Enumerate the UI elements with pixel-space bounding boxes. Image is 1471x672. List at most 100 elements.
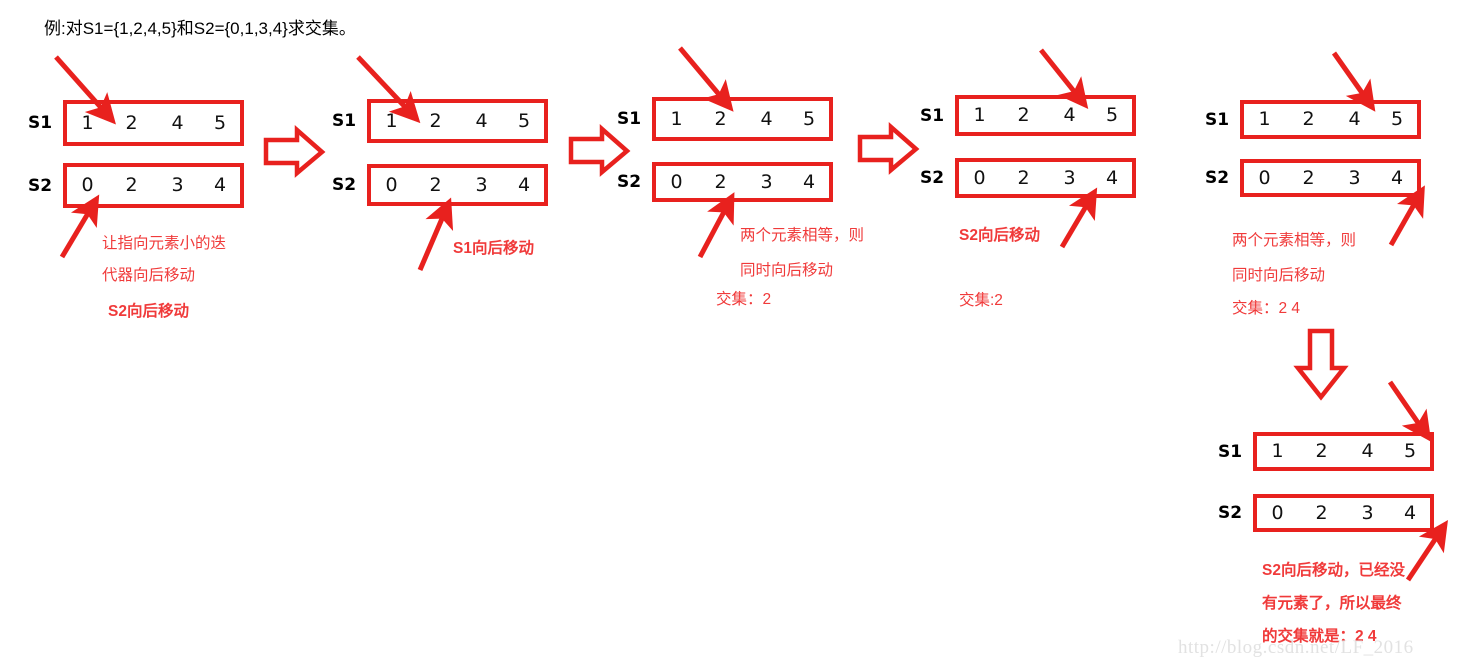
cell: 0 <box>1271 501 1284 524</box>
cell: 2 <box>1017 166 1030 189</box>
step-3-s2-row: S2 0 2 3 4 <box>617 162 833 202</box>
cell: 4 <box>171 111 184 134</box>
cell: 0 <box>81 174 94 196</box>
set-label-s1: S1 <box>28 113 53 133</box>
step-1-note-line-3: S2向后移动 <box>108 303 189 320</box>
step-5-s1-pointer-arrow <box>1331 51 1376 112</box>
watermark: http://blog.csdn.net/LF_2016 <box>1178 637 1414 658</box>
cell: 4 <box>1105 166 1119 189</box>
step-6-note-line-1: S2向后移动，已经没 <box>1262 562 1405 579</box>
step-1-s1-row: S1 1 2 4 5 <box>28 100 244 146</box>
page-title: 例:对S1={1,2,4,5}和S2={0,1,3,4}求交集。 <box>44 19 356 38</box>
step-5-note-line-2: 同时向后移动 <box>1232 267 1326 284</box>
cell: 2 <box>1017 104 1030 126</box>
cell: 4 <box>517 173 531 196</box>
step-2-s2-row: S2 0 2 3 4 <box>332 164 548 206</box>
cell: 3 <box>760 170 773 193</box>
cell: 4 <box>475 109 488 132</box>
cell: 2 <box>714 107 727 130</box>
cell: 4 <box>1063 104 1076 126</box>
step-5-s2-pointer-arrow <box>1388 185 1425 247</box>
cell: 5 <box>517 109 531 132</box>
cell: 4 <box>802 170 816 193</box>
step-6-s1-pointer-arrow <box>1387 380 1432 442</box>
step-3-s2-pointer-arrow <box>697 192 735 259</box>
cell: 3 <box>475 173 488 196</box>
step-4-s1-box: 1 2 4 5 <box>955 95 1136 136</box>
cell: 4 <box>213 174 227 196</box>
cell: 4 <box>1361 440 1374 462</box>
step-2-s2-pointer-arrow <box>417 197 454 271</box>
step-3-note-line-3: 交集：2 <box>716 291 772 308</box>
cell: 4 <box>1348 108 1361 130</box>
cell: 3 <box>171 174 184 196</box>
cell: 5 <box>213 111 227 134</box>
step-4-note-line-1: S2向后移动 <box>959 227 1040 244</box>
set-label-s1: S1 <box>1205 109 1230 130</box>
step-4-s2-pointer-arrow <box>1059 187 1098 249</box>
cell: 1 <box>1258 108 1271 130</box>
step-5-note-line-1: 两个元素相等，则 <box>1232 232 1357 249</box>
step-6-s1-row: S1 1 2 4 5 <box>1218 432 1434 471</box>
step-3-note-line-2: 同时向后移动 <box>740 262 834 279</box>
set-label-s1: S1 <box>920 105 945 126</box>
cell: 4 <box>1390 166 1404 189</box>
set-label-s1: S1 <box>1218 441 1243 462</box>
step-3-s1-row: S1 1 2 4 5 <box>617 97 833 141</box>
set-label-s1: S1 <box>332 111 357 131</box>
step-4-s1-row: S1 1 2 4 5 <box>920 95 1136 136</box>
step-6-s2-box: 0 2 3 4 <box>1253 494 1434 532</box>
set-label-s2: S2 <box>28 175 53 196</box>
cell: 5 <box>802 107 816 130</box>
step-6-note-line-3: 的交集就是：2 4 <box>1262 628 1377 645</box>
separator-right-arrow-3 <box>857 122 920 175</box>
cell: 5 <box>1390 108 1404 130</box>
step-1-note-line-1: 让指向元素小的迭 <box>102 235 227 252</box>
cell: 3 <box>1361 501 1374 524</box>
cell: 3 <box>1348 166 1361 189</box>
step-4-s1-pointer-arrow <box>1039 48 1089 110</box>
step-2-s1-row: S1 1 2 4 5 <box>332 99 548 143</box>
step-1-s1-box: 1 2 4 5 <box>63 100 244 146</box>
cell: 0 <box>670 170 683 193</box>
cell: 1 <box>81 111 94 134</box>
cell: 0 <box>1258 166 1271 189</box>
step-6-note-line-2: 有元素了，所以最终 <box>1262 595 1402 612</box>
cell: 3 <box>1063 166 1076 189</box>
set-label-s2: S2 <box>332 175 357 195</box>
cell: 2 <box>125 174 138 196</box>
cell: 1 <box>1271 440 1284 462</box>
cell: 2 <box>429 173 442 196</box>
step-1-s2-pointer-arrow <box>59 194 100 259</box>
cell: 2 <box>1315 440 1328 462</box>
cell: 0 <box>385 173 398 196</box>
set-label-s2: S2 <box>1205 168 1230 188</box>
separator-down-arrow <box>1293 328 1349 401</box>
step-6-s2-row: S2 0 2 3 4 <box>1218 494 1434 532</box>
step-5-note-line-3: 交集：2 4 <box>1232 300 1301 317</box>
cell: 1 <box>385 109 398 132</box>
step-6-s1-box: 1 2 4 5 <box>1253 432 1434 471</box>
set-label-s2: S2 <box>617 172 642 192</box>
set-label-s2: S2 <box>1218 503 1243 523</box>
step-4-s2-box: 0 2 3 4 <box>955 158 1136 198</box>
step-3-s1-pointer-arrow <box>678 46 734 112</box>
step-2-s2-box: 0 2 3 4 <box>367 164 548 206</box>
separator-right-arrow-1 <box>263 125 326 178</box>
cell: 2 <box>714 170 727 193</box>
step-5-s2-row: S2 0 2 3 4 <box>1205 159 1421 197</box>
cell: 5 <box>1403 440 1417 462</box>
cell: 1 <box>670 107 683 130</box>
cell: 1 <box>973 104 986 126</box>
cell: 2 <box>1302 166 1315 189</box>
set-label-s2: S2 <box>920 168 945 188</box>
step-3-s2-box: 0 2 3 4 <box>652 162 833 202</box>
step-6-s2-pointer-arrow <box>1405 520 1448 582</box>
step-1-note-line-2: 代器向后移动 <box>102 267 196 284</box>
step-2-note-line-1: S1向后移动 <box>453 240 534 257</box>
step-3-s1-box: 1 2 4 5 <box>652 97 833 141</box>
step-5-s1-box: 1 2 4 5 <box>1240 100 1421 139</box>
step-4-s2-row: S2 0 2 3 4 <box>920 158 1136 198</box>
step-1-s2-box: 0 2 3 4 <box>63 163 244 208</box>
